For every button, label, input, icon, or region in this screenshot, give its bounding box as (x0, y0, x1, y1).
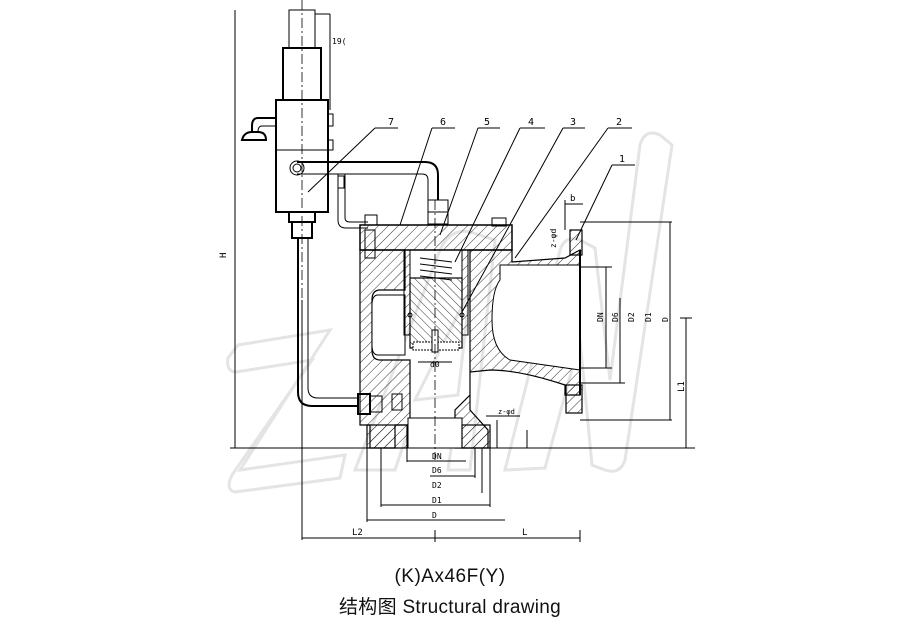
actuator: 19( (240, 0, 346, 450)
side-bolts-label: z-φd (549, 229, 558, 248)
top-height-label: 19( (332, 37, 346, 46)
callout-3: 3 (570, 117, 576, 128)
callout-7: 7 (388, 117, 394, 128)
side-d6-label: D6 (611, 312, 620, 322)
callout-4: 4 (528, 117, 534, 128)
part-callouts: 7 6 5 4 3 2 1 (307, 117, 635, 313)
side-d1-label: D1 (644, 312, 653, 322)
bottom-d2-label: D2 (432, 481, 442, 490)
bottom-dimensions: DN D6 D2 D1 D L2 L (352, 448, 527, 538)
side-b-label: b (570, 194, 575, 204)
side-dn-label: DN (596, 312, 605, 322)
bottom-dn-label: DN (432, 452, 442, 461)
bottom-d6-label: D6 (432, 466, 442, 475)
length-l-label: L (522, 528, 527, 538)
bottom-d-label: D (432, 511, 437, 520)
side-d2-label: D2 (627, 312, 636, 322)
model-caption: (K)Ax46F(Y) (394, 566, 506, 587)
bottom-flange: z-φd (366, 408, 528, 449)
callout-5: 5 (484, 117, 490, 128)
spring (419, 257, 453, 281)
bottom-bolts-label: z-φd (498, 408, 515, 416)
overall-height-label: H (219, 253, 229, 258)
drawing-title: 结构图 Structural drawing (338, 597, 561, 618)
length-l2-label: L2 (352, 528, 363, 538)
valve-body: d0 (359, 214, 583, 449)
side-dimensions: b z-φd DN D6 D2 D1 D L1 (549, 194, 692, 448)
callout-6: 6 (440, 117, 446, 128)
callout-1: 1 (619, 154, 625, 165)
callout-2: 2 (616, 117, 622, 128)
pilot-tubing (288, 160, 449, 415)
valve-structural-drawing: 19( (219, 0, 695, 542)
side-l1-label: L1 (677, 381, 687, 392)
side-d-label: D (661, 317, 670, 322)
bottom-d1-label: D1 (432, 496, 442, 505)
